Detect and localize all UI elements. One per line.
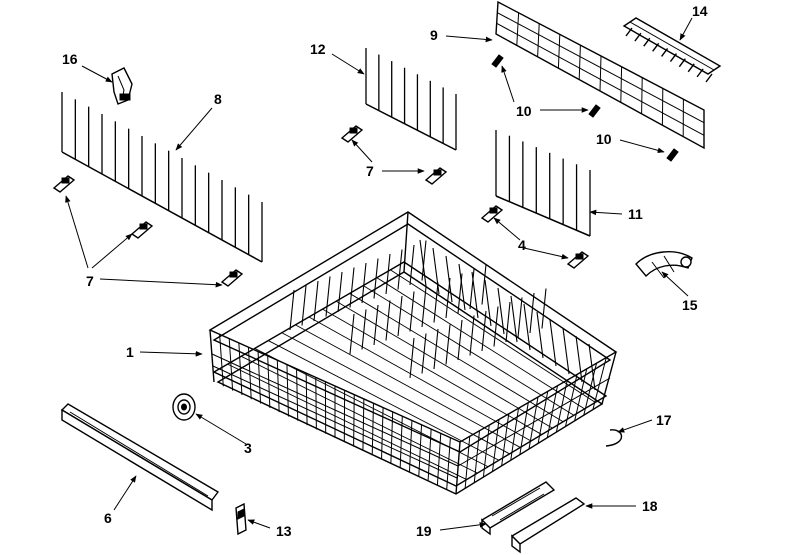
rail-part-6 <box>60 403 220 512</box>
grid-panel-part-9 <box>495 0 705 150</box>
latch-part-15 <box>635 251 693 279</box>
callout-7-b: 7 <box>86 273 94 289</box>
callout-10-a: 10 <box>516 103 532 119</box>
callout-10-b: 10 <box>596 131 612 147</box>
clip-part-7-c <box>220 269 244 287</box>
tine-row-part-11 <box>495 130 591 237</box>
stop-part-13 <box>235 502 247 536</box>
callout-7-a: 7 <box>366 163 374 179</box>
callout-17: 17 <box>656 412 672 428</box>
clip-part-7-b <box>130 221 154 239</box>
callout-9: 9 <box>430 27 438 43</box>
callout-18: 18 <box>642 498 658 514</box>
callout-16: 16 <box>62 51 78 67</box>
callout-labels: 16 8 12 9 14 10 10 7 11 4 7 15 1 3 17 6 … <box>62 3 708 539</box>
clip-part-4-a <box>480 205 504 223</box>
callout-14: 14 <box>692 3 708 19</box>
end-cap-part-18 <box>510 497 586 554</box>
clip-part-10-a <box>491 54 504 68</box>
callout-1: 1 <box>126 344 134 360</box>
callout-11: 11 <box>628 206 643 222</box>
callout-6: 6 <box>104 510 112 526</box>
callout-3: 3 <box>244 440 252 456</box>
clip-part-7-d <box>340 125 364 143</box>
tine-row-part-8 <box>61 92 263 263</box>
callout-13: 13 <box>276 523 292 539</box>
tooth-bracket-part-14 <box>622 17 722 83</box>
clip-part-10-c <box>666 148 679 162</box>
callout-8: 8 <box>214 91 222 107</box>
dish-rack-basket-part-1 <box>208 211 618 495</box>
hook-part-17 <box>605 429 623 447</box>
callout-4: 4 <box>518 237 526 253</box>
leader-lines <box>65 17 693 531</box>
clip-part-10-b <box>588 104 601 118</box>
callout-15: 15 <box>682 297 698 313</box>
callout-19: 19 <box>416 523 432 539</box>
clip-part-7-a <box>52 175 76 193</box>
clip-part-4-b <box>566 251 590 269</box>
clip-part-7-e <box>424 167 448 185</box>
wheel-part-3 <box>172 393 196 421</box>
tine-row-part-12 <box>365 48 457 151</box>
hook-part-16 <box>111 67 133 105</box>
callout-12: 12 <box>310 41 326 57</box>
